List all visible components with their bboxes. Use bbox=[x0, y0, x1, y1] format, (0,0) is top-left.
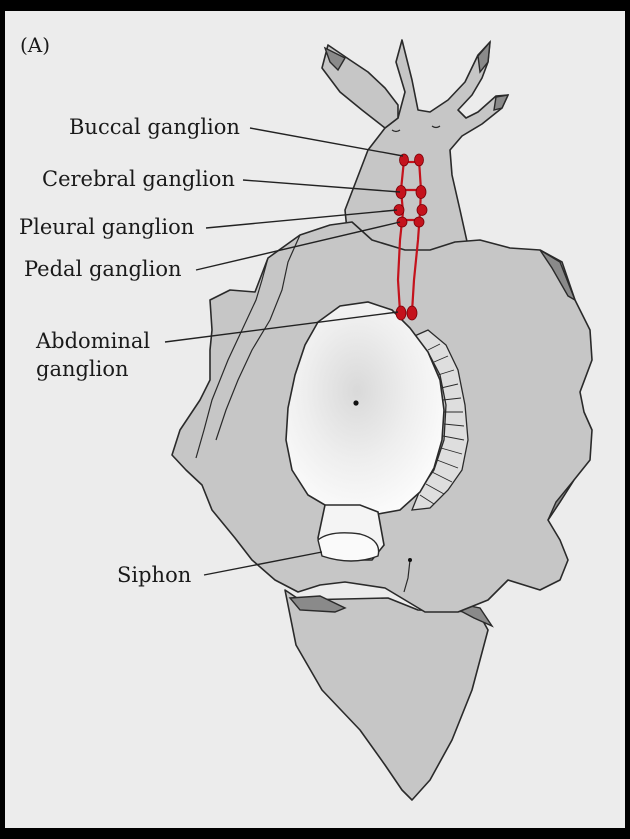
buccal-ganglion-right bbox=[415, 154, 424, 166]
label-cerebral-ganglion: Cerebral ganglion bbox=[42, 167, 235, 191]
pleural-ganglion-right bbox=[417, 205, 427, 216]
siphon-opening bbox=[318, 533, 379, 561]
label-pleural-ganglion: Pleural ganglion bbox=[19, 215, 194, 239]
label-siphon: Siphon bbox=[117, 563, 191, 587]
mantle-center-dot bbox=[353, 400, 358, 405]
abdominal-ganglion-right bbox=[407, 306, 417, 320]
label-abdominal-line1: Abdominal bbox=[35, 329, 150, 353]
cerebral-ganglion-right bbox=[416, 186, 426, 199]
tail bbox=[285, 590, 488, 800]
label-abdominal-line2: ganglion bbox=[36, 357, 129, 381]
abdominal-ganglion-left bbox=[396, 306, 406, 320]
pedal-ganglion-right bbox=[414, 217, 424, 227]
genital-pore bbox=[408, 558, 412, 562]
right-rhinophore-shade bbox=[494, 95, 508, 110]
panel-label: (A) bbox=[20, 33, 50, 57]
label-buccal-ganglion: Buccal ganglion bbox=[69, 115, 240, 139]
label-pedal-ganglion: Pedal ganglion bbox=[24, 257, 182, 281]
right-tentacle-shade bbox=[478, 42, 490, 72]
